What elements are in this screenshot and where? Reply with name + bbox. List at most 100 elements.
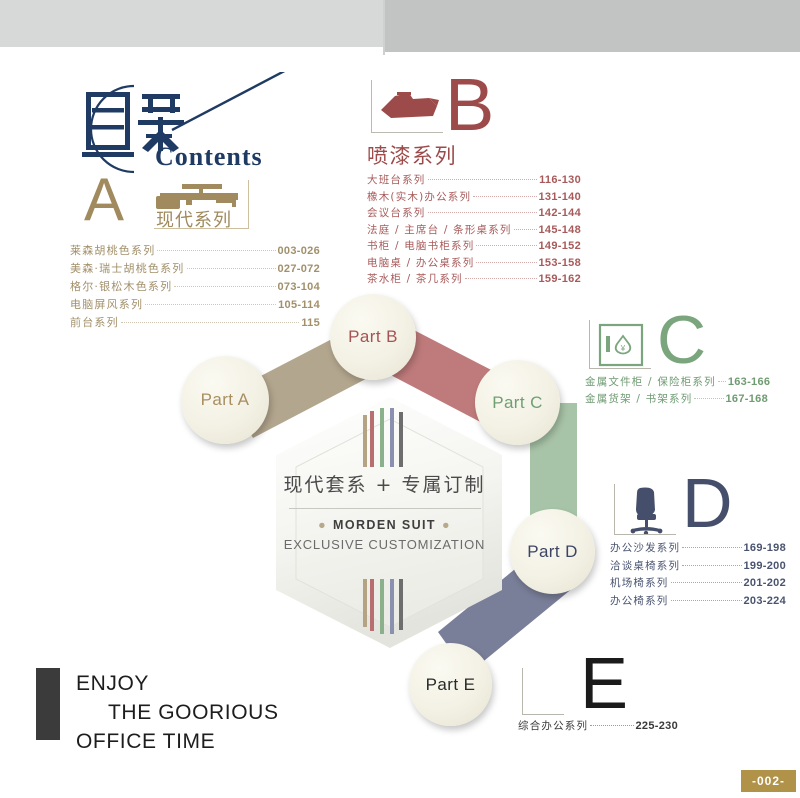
toc-item-pages: 149-152 (538, 240, 581, 252)
toc-leader (427, 179, 538, 180)
toc-leader (590, 725, 634, 726)
toc-item-pages: 003-026 (277, 245, 320, 257)
hexagon-divider (288, 508, 481, 509)
section-e-toc-list: 综合办公系列 225-230 (518, 718, 678, 734)
contents-subtitle: Contents (155, 142, 263, 171)
section-e-letter: E (580, 644, 629, 724)
contents-logo: Contents (62, 72, 302, 187)
diagram-node-label: Part D (527, 541, 578, 561)
diagram-node-part-e[interactable]: Part E (409, 643, 492, 726)
section-b-letter: B (445, 63, 495, 146)
section-b-frame-left (371, 80, 372, 132)
ornament-dot-left: ● (318, 518, 328, 532)
desk-furniture-icon (156, 184, 242, 215)
toc-item-pages: 203-224 (743, 594, 786, 607)
section-a-frame-bottom (154, 228, 249, 229)
section-d-header: D (610, 468, 790, 542)
diagram-node-part-a[interactable]: Part A (181, 356, 269, 444)
toc-item-title: 综合办公系列 (518, 720, 589, 732)
toc-item-pages: 163-166 (727, 376, 771, 388)
toc-item[interactable]: 法庭 / 主席台 / 条形桌系列 145-148 (367, 222, 581, 239)
section-b-cn-title: 喷漆系列 (367, 144, 457, 168)
toc-item-pages: 027-072 (277, 263, 320, 275)
toc-leader (694, 398, 724, 399)
section-e-frame-left (522, 668, 523, 714)
toc-item[interactable]: 金属货架 / 书架系列 167-168 (585, 391, 768, 408)
section-d-frame-left (614, 484, 615, 534)
toc-item-title: 茶水柜 / 茶几系列 (367, 273, 463, 285)
toc-item-title: 法庭 / 主席台 / 条形桌系列 (367, 223, 512, 236)
diagram-node-label: Part E (425, 674, 476, 694)
toc-item-pages: 145-148 (538, 223, 581, 236)
toc-leader (670, 582, 742, 583)
toc-item-title: 电脑屏风系列 (70, 298, 144, 311)
toc-leader (682, 547, 742, 548)
toc-leader (157, 250, 276, 251)
svg-text:¥: ¥ (620, 344, 626, 353)
section-d-frame-bottom (614, 534, 676, 535)
toc-item-pages: 167-168 (725, 393, 768, 405)
tagline-line-2: THE GOORIOUS (108, 701, 279, 724)
toc-item-title: 机场椅系列 (610, 577, 669, 589)
toc-item[interactable]: 办公椅系列 203-224 (610, 593, 786, 611)
toc-item-title: 会议台系列 (367, 207, 426, 219)
toc-item-pages: 153-158 (538, 256, 581, 269)
hexagon-en-main-text: MORDEN SUIT (333, 518, 436, 532)
toc-item-title: 办公沙发系列 (610, 542, 681, 554)
stripe-group-bottom (363, 579, 403, 634)
toc-item-title: 金属货架 / 书架系列 (585, 393, 693, 405)
header-band-left (0, 0, 385, 47)
toc-item-pages: 105-114 (278, 299, 320, 311)
section-a-letter: A (84, 166, 125, 233)
diagram-node-part-b[interactable]: Part B (330, 294, 416, 380)
toc-item-pages: 201-202 (743, 577, 786, 589)
toc-item-title: 大班台系列 (367, 174, 426, 186)
toc-item[interactable]: 综合办公系列 225-230 (518, 718, 678, 734)
ornament-dot-right: ● (441, 518, 451, 532)
toc-leader (473, 195, 537, 197)
toc-item-pages: 225-230 (635, 720, 678, 732)
section-c-letter: C (657, 302, 707, 378)
toc-item[interactable]: 会议台系列 142-144 (367, 205, 581, 222)
section-a-header: A 现代系列 (70, 170, 320, 238)
section-c-frame-left (589, 320, 590, 368)
toc-leader (670, 599, 742, 601)
diagram-node-part-c[interactable]: Part C (475, 360, 560, 445)
toc-leader (186, 268, 276, 269)
section-b-header: B 喷漆系列 (365, 68, 583, 169)
toc-item-pages: 142-144 (538, 207, 581, 219)
toc-item-title: 办公椅系列 (610, 594, 669, 607)
hexagon-en-main: ● MORDEN SUIT ● (252, 518, 517, 532)
diagram-node-part-d[interactable]: Part D (510, 509, 595, 594)
toc-item[interactable]: 机场椅系列 201-202 (610, 575, 786, 593)
toc-leader (476, 245, 537, 246)
section-e-frame-bottom (522, 714, 564, 715)
toc-item[interactable]: 电脑屏风系列 105-114 (70, 296, 320, 314)
header-band-right (385, 0, 800, 52)
tagline-line-3: OFFICE TIME (76, 730, 216, 753)
header-band-seam (383, 0, 385, 55)
toc-item-title: 格尔·银松木色系列 (70, 280, 173, 293)
tagline-block: ENJOY THE GOORIOUS OFFICE TIME (36, 668, 279, 756)
hexagon-center-label: 现代套系 + 专属订制 ●MORDEN SUIT● EXCLUSIVE CUST… (252, 470, 517, 552)
toc-item-title: 橡木(实木)办公系列 (367, 190, 472, 203)
diagram-node-label: Part A (200, 390, 250, 409)
